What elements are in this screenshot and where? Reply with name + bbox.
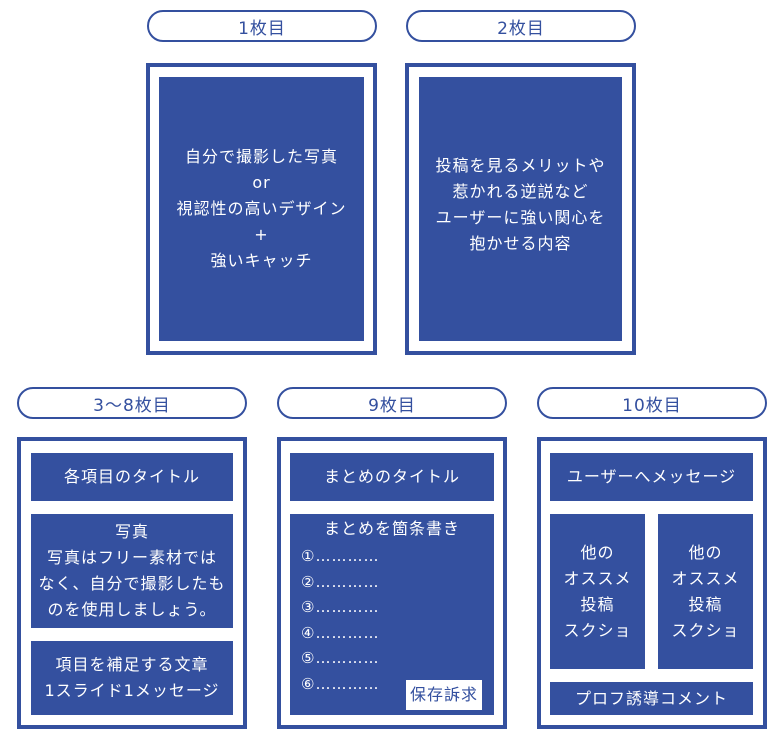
line: 視認性の高いデザイン <box>176 199 347 218</box>
line: + <box>254 225 269 244</box>
slide-2-label: 2枚目 <box>406 10 636 42</box>
slide-2-frame: 投稿を見るメリットや 惹かれる逆説など ユーザーに強い関心を 抱かせる内容 <box>405 63 636 355</box>
slide-10-label: 10枚目 <box>537 387 767 419</box>
item-title-block: 各項目のタイトル <box>31 453 233 501</box>
slide-9-frame: まとめのタイトル まとめを箇条書き ①………… ②………… ③………… ④………… <box>277 437 507 729</box>
supplement-text-block: 項目を補足する文章 1スライド1メッセージ <box>31 641 233 715</box>
line: or <box>252 173 271 192</box>
slide-1-label: 1枚目 <box>147 10 377 42</box>
profile-comment-block: プロフ誘導コメント <box>550 682 753 715</box>
slide-3-8-label: 3〜8枚目 <box>17 387 247 419</box>
slide-1-content: 自分で撮影した写真 or 視認性の高いデザイン + 強いキャッチ <box>159 77 364 341</box>
save-appeal-label: 保存訴求 <box>406 680 483 710</box>
recommended-post-left: 他の オススメ 投稿 スクショ <box>550 514 645 669</box>
list-item: ④………… <box>301 623 380 642</box>
line: 写真はフリー素材では <box>46 548 217 567</box>
summary-heading: まとめを箇条書き <box>323 519 460 538</box>
recommended-post-right: 他の オススメ 投稿 スクショ <box>658 514 753 669</box>
line: 写真 <box>114 522 149 541</box>
slide-1-frame: 自分で撮影した写真 or 視認性の高いデザイン + 強いキャッチ <box>146 63 377 355</box>
line: ユーザーに強い関心を <box>435 208 606 227</box>
list-item: ③………… <box>301 598 380 616</box>
list-item: ⑤………… <box>301 649 380 667</box>
list-item: ⑥………… <box>301 674 380 693</box>
line: 投稿を見るメリットや <box>435 156 606 175</box>
line: 他の <box>580 542 615 562</box>
slide-10-frame: ユーザーへメッセージ 他の オススメ 投稿 スクショ 他の オススメ 投稿 スク… <box>537 437 767 729</box>
line: 投稿 <box>580 594 615 614</box>
line: 項目を補足する文章 <box>55 655 209 674</box>
line: なく、自分で撮影したも <box>38 574 226 593</box>
slide-2-content: 投稿を見るメリットや 惹かれる逆説など ユーザーに強い関心を 抱かせる内容 <box>419 77 622 341</box>
summary-list-block: まとめを箇条書き ①………… ②………… ③………… ④………… ⑤………… ⑥… <box>290 514 494 715</box>
user-message-block: ユーザーへメッセージ <box>550 453 753 501</box>
summary-title-block: まとめのタイトル <box>290 453 494 501</box>
line: 投稿 <box>688 594 723 614</box>
line: 強いキャッチ <box>210 251 313 270</box>
line: のを使用しましょう。 <box>47 600 217 619</box>
line: 惹かれる逆説など <box>452 182 589 201</box>
line: 自分で撮影した写真 <box>184 147 338 166</box>
slide-3-8-frame: 各項目のタイトル 写真 写真はフリー素材では なく、自分で撮影したも のを使用し… <box>17 437 247 729</box>
summary-list: ①………… ②………… ③………… ④………… ⑤………… ⑥………… <box>301 544 379 697</box>
photo-block: 写真 写真はフリー素材では なく、自分で撮影したも のを使用しましょう。 <box>31 514 233 628</box>
line: スクショ <box>563 620 632 640</box>
line: 1スライド1メッセージ <box>44 681 220 700</box>
line: 他の <box>688 542 723 562</box>
list-item: ①………… <box>301 547 380 565</box>
line: スクショ <box>671 620 740 640</box>
line: 抱かせる内容 <box>469 234 572 253</box>
line: オススメ <box>671 568 740 588</box>
line: オススメ <box>563 568 632 588</box>
slide-9-label: 9枚目 <box>277 387 507 419</box>
list-item: ②………… <box>301 572 380 591</box>
